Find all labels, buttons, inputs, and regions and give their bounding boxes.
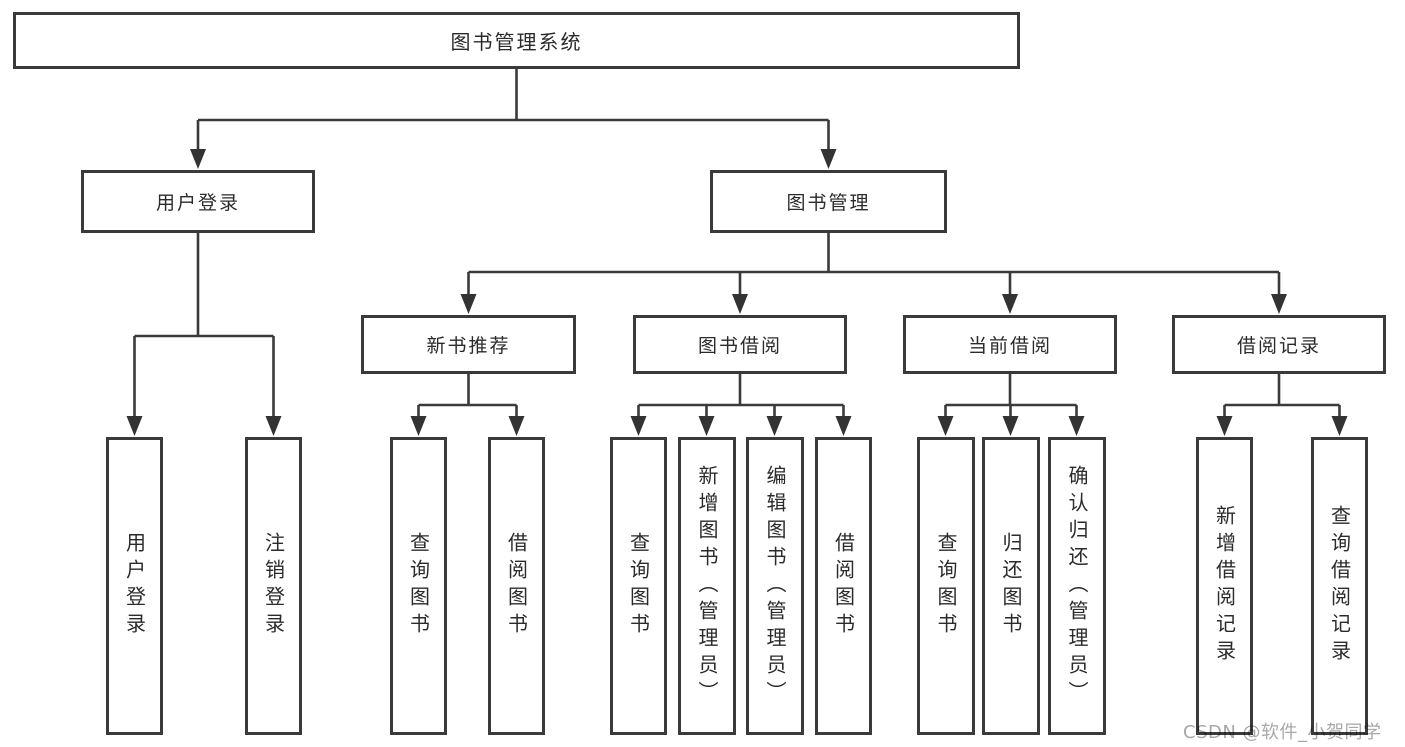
node-root-library-system: 图书管理系统	[13, 12, 1020, 69]
node-book-borrowing: 图书借阅	[633, 315, 847, 374]
node-user-login: 用户登录	[81, 170, 315, 233]
leaf-nb-borrow-books: 借阅图书	[488, 437, 545, 735]
leaf-bb-edit-books-admin: 编辑图书（管理员）	[746, 437, 804, 735]
node-current-borrowing: 当前借阅	[903, 315, 1117, 374]
node-book-management: 图书管理	[710, 170, 947, 233]
node-new-book-recommend: 新书推荐	[361, 315, 576, 374]
connector-lines	[133, 68, 1341, 418]
leaf-user-login: 用户登录	[106, 437, 163, 735]
leaf-br-query-record: 查询借阅记录	[1311, 437, 1368, 735]
leaf-br-add-record: 新增借阅记录	[1196, 437, 1253, 735]
leaf-bb-query-books: 查询图书	[610, 437, 667, 735]
leaf-bb-borrow-books: 借阅图书	[815, 437, 872, 735]
leaf-logout: 注销登录	[245, 437, 302, 735]
leaf-bb-add-books-admin: 新增图书（管理员）	[678, 437, 736, 735]
leaf-cb-query-books: 查询图书	[917, 437, 975, 735]
leaf-cb-return-books: 归还图书	[982, 437, 1040, 735]
leaf-nb-query-books: 查询图书	[390, 437, 447, 735]
leaf-cb-confirm-return-admin: 确认归还（管理员）	[1048, 437, 1106, 735]
node-borrowing-records: 借阅记录	[1172, 315, 1386, 374]
csdn-watermark: CSDN @软件_小贺同学	[1183, 722, 1382, 743]
